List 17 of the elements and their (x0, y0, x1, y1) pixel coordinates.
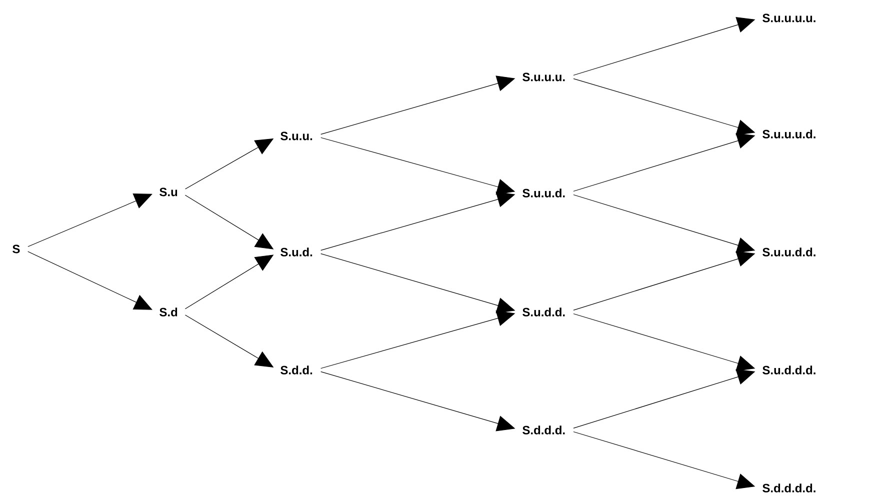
arrow (28, 194, 152, 247)
node-label: S.u.d. (280, 248, 312, 256)
node-label: S.u.u.u. (522, 72, 565, 82)
node-label: S.u.u.u.u. (762, 14, 816, 22)
node-label: S.d.d.d.d. (762, 484, 816, 492)
node-label: S.d.d.d. (522, 426, 565, 434)
node-label: S.u.d.d. (522, 308, 565, 316)
node-label: S (12, 244, 20, 254)
node-label: S.u.u.d.d. (762, 248, 816, 256)
node-label: S.u.u. (280, 132, 312, 140)
arrow (28, 251, 152, 310)
node-label: S.u.d.d.d. (762, 366, 816, 374)
node-label: S.d (160, 308, 178, 316)
node-label: S.u.u.u.d. (762, 130, 816, 138)
node-label: S.d.d. (280, 366, 312, 374)
node-label: S.u.u.d. (522, 188, 565, 198)
node-label: S.u (160, 188, 178, 196)
